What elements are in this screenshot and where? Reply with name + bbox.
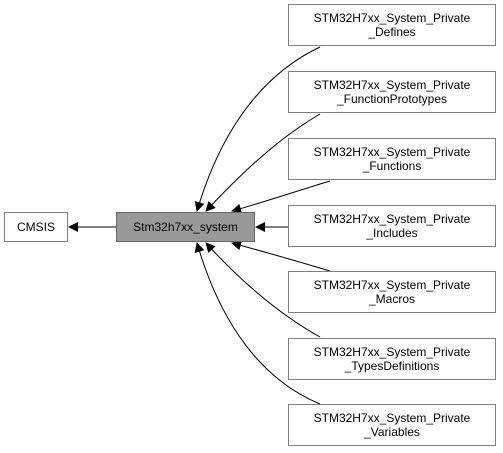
- private-macros-label-line2: _Macros: [368, 292, 415, 306]
- cmsis-node-label: CMSIS: [16, 220, 55, 234]
- private-defines-label-line2: _Defines: [368, 25, 416, 39]
- private-macros-node[interactable]: STM32H7xx_System_Private _Macros: [288, 271, 496, 313]
- stm32h7xx-system-node: Stm32h7xx_system: [116, 212, 255, 242]
- edge-macros-to-system: [231, 240, 331, 272]
- private-types-definitions-label-line1: STM32H7xx_System_Private: [313, 345, 471, 359]
- private-functions-label-line1: STM32H7xx_System_Private: [313, 145, 471, 159]
- private-includes-label-line1: STM32H7xx_System_Private: [313, 212, 471, 226]
- private-variables-label-line2: _Variables: [364, 425, 420, 439]
- private-functions-node[interactable]: STM32H7xx_System_Private _Functions: [288, 138, 496, 180]
- edge-variables-to-system: [194, 242, 321, 405]
- edge-functions-to-system: [231, 180, 331, 214]
- private-function-prototypes-node[interactable]: STM32H7xx_System_Private _FunctionProtot…: [288, 71, 496, 113]
- private-function-prototypes-label-line1: STM32H7xx_System_Private: [313, 78, 471, 92]
- private-function-prototypes-label-line2: _FunctionPrototypes: [336, 92, 448, 106]
- private-includes-node[interactable]: STM32H7xx_System_Private _Includes: [288, 205, 496, 247]
- edge-fproto-to-system: [205, 113, 321, 212]
- stm32h7xx-system-node-label: Stm32h7xx_system: [133, 220, 238, 234]
- edge-typedefs-to-system: [205, 242, 321, 338]
- private-defines-label-line1: STM32H7xx_System_Private: [313, 11, 471, 25]
- private-includes-label-line2: _Includes: [366, 226, 418, 240]
- private-macros-label-line1: STM32H7xx_System_Private: [313, 278, 471, 292]
- private-functions-label-line2: _Functions: [362, 159, 422, 173]
- private-types-definitions-node[interactable]: STM32H7xx_System_Private _TypesDefinitio…: [288, 338, 496, 380]
- private-types-definitions-label-line2: _TypesDefinitions: [344, 359, 440, 373]
- private-variables-node[interactable]: STM32H7xx_System_Private _Variables: [288, 404, 496, 446]
- private-variables-label-line1: STM32H7xx_System_Private: [313, 411, 471, 425]
- private-defines-node[interactable]: STM32H7xx_System_Private _Defines: [288, 4, 496, 46]
- edge-defines-to-system: [194, 46, 321, 212]
- cmsis-node[interactable]: CMSIS: [4, 212, 68, 242]
